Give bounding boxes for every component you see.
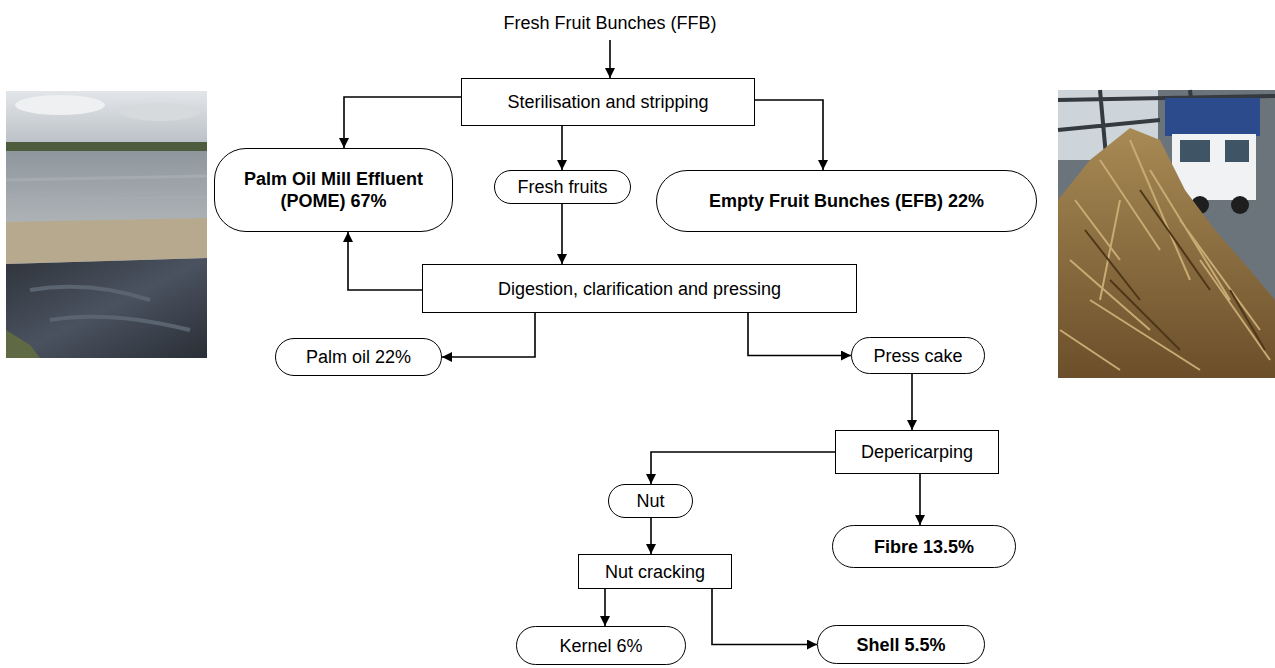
- sky: [6, 91, 207, 146]
- node-text: Press cake: [873, 345, 962, 367]
- flow-arrow: [748, 313, 851, 356]
- flow-arrow: [344, 97, 461, 148]
- flow-arrow: [348, 232, 422, 290]
- fibre-strands: [1060, 140, 1270, 370]
- node-text: Palm oil 22%: [306, 346, 411, 368]
- flow-arrow: [755, 100, 823, 170]
- flow-arrow: [651, 452, 835, 484]
- flow-arrow: [919, 474, 921, 525]
- waste-output: Fibre 13.5%: [832, 525, 1016, 568]
- scum-strip: [6, 218, 207, 264]
- water: [6, 151, 207, 225]
- process-box: Depericarping: [835, 430, 999, 474]
- product-output: Palm oil 22%: [275, 338, 442, 376]
- process-box: Digestion, clarification and pressing: [422, 264, 857, 313]
- ripples: [6, 176, 207, 200]
- process-box: Sterilisation and stripping: [461, 78, 755, 126]
- node-text: Shell 5.5%: [856, 634, 945, 656]
- pond-liner: [6, 258, 207, 358]
- node-text: Nut: [636, 490, 664, 512]
- cloud: [120, 103, 200, 121]
- cloud: [15, 95, 105, 115]
- product-output: Kernel 6%: [516, 626, 686, 665]
- node-text: Fresh fruits: [517, 176, 607, 198]
- intermediate-product: Nut: [608, 484, 693, 518]
- node-text: Kernel 6%: [559, 635, 642, 657]
- intermediate-product: Fresh fruits: [494, 170, 631, 204]
- truck-window: [1180, 140, 1210, 162]
- flow-arrow: [650, 518, 652, 554]
- efb-pile-photo: [1058, 90, 1275, 378]
- flow-arrow: [561, 126, 563, 170]
- pome-pond-photo: [6, 91, 207, 358]
- node-text: Nut cracking: [605, 561, 705, 583]
- waste-output: Palm Oil Mill Effluent (POME) 67%: [214, 148, 453, 232]
- process-box: Nut cracking: [578, 554, 732, 589]
- waste-output: Shell 5.5%: [817, 625, 985, 664]
- truck-window: [1225, 140, 1249, 162]
- truck-tarp: [1165, 98, 1260, 136]
- fibre-pile: [1058, 128, 1275, 378]
- node-text: Fresh Fruit Bunches (FFB): [503, 12, 716, 34]
- shed-background: [1058, 90, 1275, 378]
- input-label: Fresh Fruit Bunches (FFB): [490, 8, 730, 38]
- liner-reflection: [30, 287, 190, 330]
- flow-arrow: [604, 589, 606, 626]
- node-text: Palm Oil Mill Effluent (POME) 67%: [227, 168, 440, 212]
- flow-arrow: [561, 204, 563, 264]
- shoreline: [6, 142, 207, 151]
- flow-arrow: [712, 589, 817, 645]
- node-text: Digestion, clarification and pressing: [498, 278, 781, 300]
- node-text: Sterilisation and stripping: [507, 91, 708, 113]
- node-text: Fibre 13.5%: [874, 536, 974, 558]
- flow-arrow: [609, 40, 611, 78]
- intermediate-product: Press cake: [851, 337, 985, 374]
- flow-arrow: [442, 313, 535, 357]
- fibre-shadows: [1085, 190, 1265, 350]
- flow-arrow: [911, 374, 913, 430]
- grass: [6, 330, 40, 358]
- waste-output: Empty Fruit Bunches (EFB) 22%: [656, 170, 1037, 232]
- node-text: Empty Fruit Bunches (EFB) 22%: [709, 190, 984, 212]
- truck-wheel: [1231, 196, 1249, 214]
- node-text: Depericarping: [861, 441, 973, 463]
